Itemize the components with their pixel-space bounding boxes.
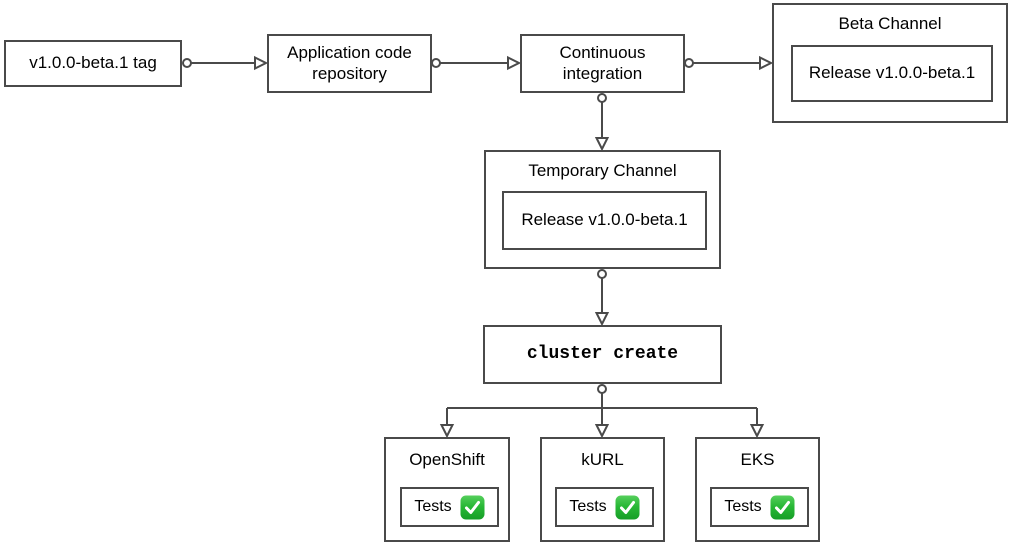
- temporary-channel-title: Temporary Channel: [528, 161, 677, 180]
- repository-label: Application code repository: [287, 43, 412, 83]
- connector-tag-to-repo: [182, 55, 269, 71]
- openshift-tests-box: Tests: [400, 487, 499, 527]
- node-version-tag: v1.0.0-beta.1 tag: [4, 40, 182, 87]
- temporary-channel-release-box: Release v1.0.0-beta.1: [502, 191, 707, 250]
- node-application-code-repository: Application code repository: [267, 34, 432, 93]
- version-tag-label: v1.0.0-beta.1 tag: [29, 53, 157, 73]
- kurl-tests-box: Tests: [555, 487, 654, 527]
- beta-release-label: Release v1.0.0-beta.1: [808, 63, 976, 83]
- connector-ci-to-temporary-channel: [594, 93, 610, 152]
- tests-label: Tests: [724, 498, 762, 516]
- connector-cluster-create-to-platforms: [439, 384, 765, 439]
- continuous-integration-label: Continuous integration: [559, 43, 646, 83]
- cluster-create-label: cluster create: [526, 343, 679, 364]
- temporary-release-label: Release v1.0.0-beta.1: [521, 210, 688, 230]
- openshift-title: OpenShift: [409, 450, 485, 469]
- check-pass-icon: [460, 495, 485, 519]
- connector-ci-to-beta-channel: [684, 55, 774, 71]
- tests-label: Tests: [414, 498, 452, 516]
- beta-channel-title: Beta Channel: [838, 14, 942, 33]
- node-continuous-integration: Continuous integration: [520, 34, 685, 93]
- node-kurl: kURL Tests: [540, 437, 665, 542]
- node-temporary-channel: Temporary Channel Release v1.0.0-beta.1: [484, 150, 721, 269]
- connector-temporary-channel-to-cluster-create: [594, 269, 610, 327]
- node-openshift: OpenShift Tests: [384, 437, 510, 542]
- beta-channel-release-box: Release v1.0.0-beta.1: [791, 45, 993, 102]
- tests-label: Tests: [569, 498, 607, 516]
- check-pass-icon: [770, 495, 795, 519]
- kurl-title: kURL: [581, 450, 624, 469]
- eks-title: EKS: [740, 450, 775, 469]
- check-pass-icon: [615, 495, 640, 519]
- eks-tests-box: Tests: [710, 487, 809, 527]
- node-cluster-create: cluster create: [483, 325, 722, 384]
- connector-repo-to-ci: [431, 55, 522, 71]
- node-beta-channel: Beta Channel Release v1.0.0-beta.1: [772, 3, 1008, 123]
- node-eks: EKS Tests: [695, 437, 820, 542]
